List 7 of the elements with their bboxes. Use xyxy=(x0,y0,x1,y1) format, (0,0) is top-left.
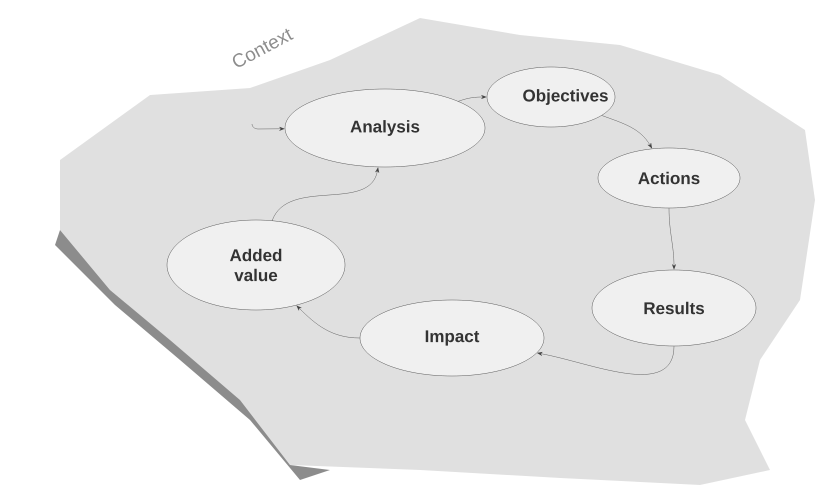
arrow xyxy=(252,124,284,131)
arrow xyxy=(602,115,652,148)
arrow xyxy=(537,346,674,375)
arrow xyxy=(668,208,676,270)
arrow xyxy=(458,95,486,102)
arrow xyxy=(272,167,380,221)
arrow xyxy=(296,306,360,338)
